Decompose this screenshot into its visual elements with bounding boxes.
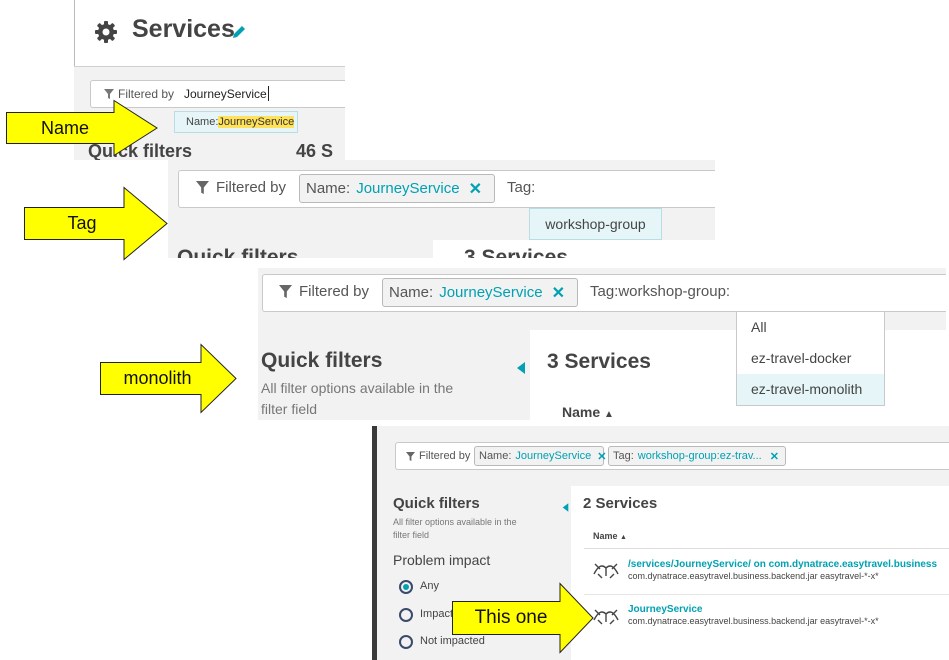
service-detail: com.dynatrace.easytravel.business.backen… (628, 616, 879, 626)
panel4-quick-filters-title: Quick filters (393, 495, 480, 512)
panel3-count: 3 Services (547, 350, 651, 373)
panel4-count: 2 Services (583, 495, 658, 512)
arrow-shape (100, 343, 237, 414)
chip-remove-icon[interactable]: ✕ (468, 180, 482, 198)
panel3-quick-filters-desc-1: All filter options available in the (261, 380, 454, 396)
panel2-name-chip[interactable]: Name: JourneyService ✕ (299, 174, 495, 203)
table-row[interactable]: /services/JourneyService/ on com.dynatra… (584, 550, 949, 592)
arrow-shape (6, 99, 158, 157)
panel3-sort-column[interactable]: Name ▲ (562, 404, 614, 420)
sort-column-label: Name (593, 531, 618, 541)
panel1-filter-prefix: Filtered by (118, 87, 175, 101)
panel-tag-value-filter: Filtered by Name: JourneyService ✕ Tag:w… (258, 268, 946, 420)
panel2-quick-filters-partial: Quick filters (177, 246, 299, 258)
chip-key: Name: (389, 284, 434, 301)
panel1-filter-typed-text[interactable]: JourneyService (184, 87, 267, 101)
collapse-left-icon[interactable] (516, 362, 526, 374)
panel1-count-partial: 46 S (296, 141, 334, 160)
impact-not-impacted-radio[interactable] (399, 635, 413, 649)
panel1-suggestion[interactable]: Name:JourneyService (174, 111, 298, 133)
callout-this-one-label: This one (474, 607, 548, 628)
service-name-link[interactable]: JourneyService (628, 604, 703, 615)
chip-value: workshop-group:ez-trav... (637, 450, 762, 462)
impact-any-label[interactable]: Any (420, 580, 439, 592)
callout-tag-arrow: Tag (24, 186, 168, 261)
chip-remove-icon[interactable]: ✕ (597, 450, 607, 463)
callout-this-one-arrow: This one (452, 582, 594, 654)
panel-final-result: Filtered by Name: JourneyService ✕ Tag: … (372, 426, 949, 660)
filter-icon (406, 452, 415, 461)
panel4-left-border (372, 426, 377, 660)
impact-impact-radio[interactable] (399, 608, 413, 622)
callout-monolith-label: monolith (123, 368, 192, 388)
gear-icon (95, 21, 117, 43)
chip-key: Name: (479, 450, 512, 462)
panel1-left-border (74, 0, 75, 66)
dropdown-option-monolith[interactable]: ez-travel-monolith (737, 374, 884, 405)
panel-tag-filter: Filtered by Name: JourneyService ✕ Tag: … (168, 160, 715, 258)
panel3-dropdown: All ez-travel-docker ez-travel-monolith (736, 311, 885, 406)
impact-any-radio[interactable] (399, 580, 413, 594)
tomcat-icon (593, 563, 619, 579)
chip-key: Tag: (613, 450, 634, 462)
sort-asc-icon: ▲ (620, 534, 627, 541)
chip-value: JourneyService (515, 450, 592, 462)
panel4-quick-filters-desc-2: filter field (393, 530, 430, 540)
panel2-suggestion[interactable]: workshop-group (529, 208, 662, 240)
chip-value: JourneyService (356, 180, 460, 197)
callout-name-label: Name (40, 117, 89, 138)
edit-pencil-icon[interactable] (231, 24, 247, 40)
service-name-link[interactable]: /services/JourneyService/ on com.dynatra… (628, 559, 938, 570)
panel2-filter-prefix: Filtered by (216, 179, 287, 196)
sort-asc-icon: ▲ (604, 409, 614, 420)
panel2-count-partial: 3 Services (464, 246, 568, 258)
panel3-filter-prefix: Filtered by (299, 283, 370, 300)
suggestion-value: JourneyService (218, 116, 295, 128)
callout-monolith-arrow: monolith (100, 343, 237, 414)
chip-remove-icon[interactable]: ✕ (769, 450, 779, 463)
impact-impact-label[interactable]: Impact (420, 608, 454, 620)
table-header-divider (584, 548, 949, 549)
panel4-content-area (571, 486, 949, 660)
problem-impact-title: Problem impact (393, 552, 491, 568)
suggestion-key: Name: (186, 116, 219, 128)
dropdown-option-docker[interactable]: ez-travel-docker (751, 350, 852, 366)
callout-name-arrow: Name (6, 99, 158, 157)
panel4-name-chip[interactable]: Name: JourneyService ✕ (474, 446, 607, 466)
dropdown-option-all[interactable]: All (751, 319, 767, 335)
panel3-quick-filters-title: Quick filters (261, 349, 383, 372)
panel3-tag-label[interactable]: Tag:workshop-group: (590, 283, 731, 300)
collapse-left-icon[interactable] (562, 503, 569, 512)
service-detail: com.dynatrace.easytravel.business.backen… (628, 571, 879, 581)
panel2-tag-label[interactable]: Tag: (507, 179, 536, 196)
panel3-name-chip[interactable]: Name: JourneyService ✕ (382, 278, 578, 307)
panel2-content-area (433, 240, 715, 258)
table-row-divider (584, 594, 949, 595)
sort-column-label: Name (562, 404, 601, 420)
panel4-quick-filters-desc-1: All filter options available in the (393, 517, 517, 527)
filter-icon (279, 285, 292, 298)
filter-icon (104, 89, 114, 99)
chip-key: Name: (306, 180, 351, 197)
impact-not-impacted-label[interactable]: Not impacted (420, 635, 485, 647)
page-title: Services (132, 15, 235, 43)
text-cursor (268, 86, 269, 101)
panel3-filter-field[interactable] (262, 274, 946, 312)
panel4-sort-column[interactable]: Name ▲ (593, 531, 627, 541)
chip-value: JourneyService (439, 284, 543, 301)
arrow-shape (452, 582, 594, 654)
callout-tag-label: Tag (67, 213, 97, 233)
panel4-filter-prefix: Filtered by (419, 450, 471, 462)
tomcat-icon (593, 609, 619, 625)
filter-icon (196, 181, 209, 194)
panel3-quick-filters-desc-2: filter field (261, 401, 318, 417)
panel1-header-divider (74, 66, 345, 67)
arrow-shape (24, 186, 168, 261)
chip-remove-icon[interactable]: ✕ (551, 284, 565, 302)
panel1-filter-field[interactable] (90, 80, 345, 108)
table-row[interactable]: JourneyService com.dynatrace.easytravel.… (584, 596, 949, 638)
panel4-tag-chip[interactable]: Tag: workshop-group:ez-trav... ✕ (608, 446, 786, 466)
